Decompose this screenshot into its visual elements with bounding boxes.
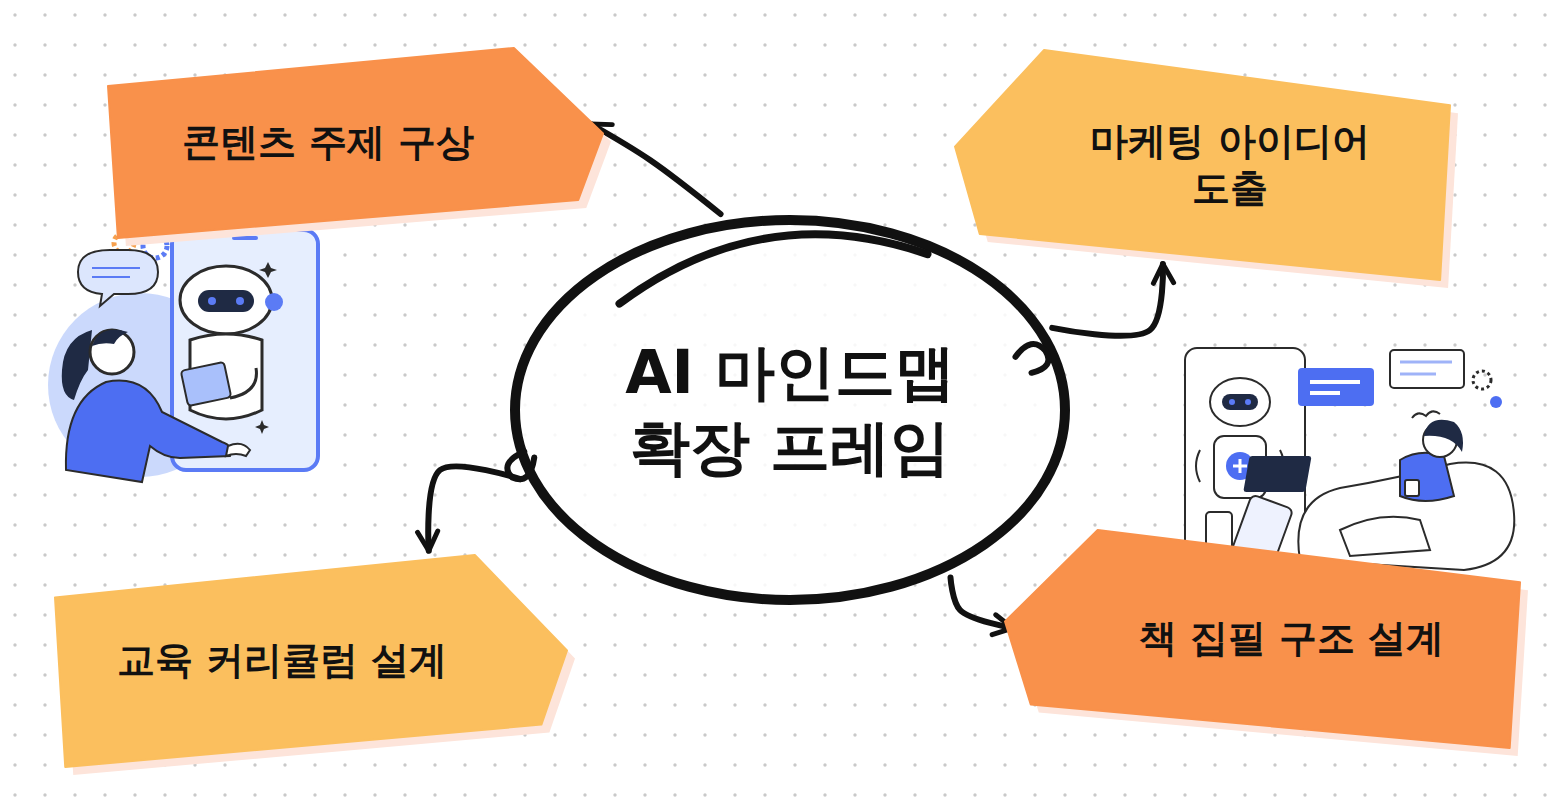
illustration-part <box>180 266 272 334</box>
illustration-part <box>181 362 232 406</box>
node-outline <box>955 50 1450 280</box>
sketch-loop <box>507 452 534 480</box>
node-content: 책 집필 구조 설계 <box>1005 530 1520 748</box>
illustration-part <box>1490 396 1502 408</box>
sketch-loop <box>1016 344 1049 373</box>
node-content: 콘텐츠 주제 구상 <box>108 48 603 238</box>
node-content: AI 마인드맵 확장 프레임 <box>505 210 1075 610</box>
illustration-part <box>1233 459 1247 473</box>
illustration-part <box>1400 453 1454 501</box>
node-outline <box>505 210 1075 610</box>
illustration-part <box>1340 517 1430 556</box>
node-content: 교육 커리큘럼 설계 <box>55 555 567 767</box>
tag-shape <box>55 555 567 767</box>
node-content: 마케팅 아이디어 도출 <box>955 50 1450 280</box>
tag-box: 교육 커리큘럼 설계 <box>55 555 567 767</box>
tag-shape <box>1005 530 1520 748</box>
illustration-part <box>255 420 269 434</box>
tag-shape <box>955 50 1450 280</box>
curved-arrow <box>950 577 1012 628</box>
illustration-part <box>1412 411 1440 418</box>
branch-label: 책 집필 구조 설계 <box>1139 615 1445 663</box>
illustration-part <box>1210 378 1270 426</box>
illustration-part <box>1400 361 1452 364</box>
illustration-part <box>1222 394 1258 410</box>
illustration-part <box>1298 368 1374 406</box>
curved-arrow <box>591 124 721 214</box>
curved-arrow <box>1052 264 1163 336</box>
illustration-part <box>1229 399 1235 405</box>
illustration-part <box>236 297 244 305</box>
illustration-part <box>78 250 158 306</box>
branch-label: 마케팅 아이디어 도출 <box>1065 118 1395 213</box>
central-title: AI 마인드맵 확장 프레임 <box>605 335 975 485</box>
illustration-part <box>265 293 283 311</box>
illustration-part <box>1243 456 1311 492</box>
illustration-part <box>1310 380 1360 384</box>
illustration-part <box>1405 480 1419 496</box>
tag-box: 마케팅 아이디어 도출 <box>955 50 1450 280</box>
illustration-part <box>90 330 134 374</box>
illustration-part <box>92 330 128 346</box>
tag-box: 콘텐츠 주제 구상 <box>108 48 603 238</box>
illustration-part <box>62 330 92 400</box>
illustration-part <box>1310 391 1340 395</box>
tag-shape <box>108 48 603 238</box>
illustration-part <box>198 290 254 312</box>
branch-label: 교육 커리큘럼 설계 <box>117 637 447 685</box>
branch-label: 콘텐츠 주제 구상 <box>182 119 474 167</box>
ellipse-outline <box>515 220 1065 600</box>
illustration-part <box>226 444 250 456</box>
central-ellipse: AI 마인드맵 확장 프레임 <box>505 210 1075 610</box>
illustration-part <box>92 276 130 278</box>
illustration-part <box>92 267 140 269</box>
woman-robot-doctor-illustration <box>1185 348 1514 570</box>
tag-box: 책 집필 구조 설계 <box>1005 530 1520 748</box>
sketch-stroke <box>620 234 928 303</box>
illustration-part <box>1473 371 1491 389</box>
illustration-part <box>1245 399 1251 405</box>
illustration-part <box>1390 350 1464 388</box>
illustration-part <box>208 297 216 305</box>
illustration-part <box>1424 420 1463 452</box>
illustration-part <box>66 381 231 482</box>
curved-arrow <box>428 466 520 550</box>
illustration-part <box>259 262 277 278</box>
woman-phone-robot-illustration <box>48 230 318 482</box>
illustration-part <box>1400 373 1436 376</box>
illustration-part <box>230 368 256 398</box>
